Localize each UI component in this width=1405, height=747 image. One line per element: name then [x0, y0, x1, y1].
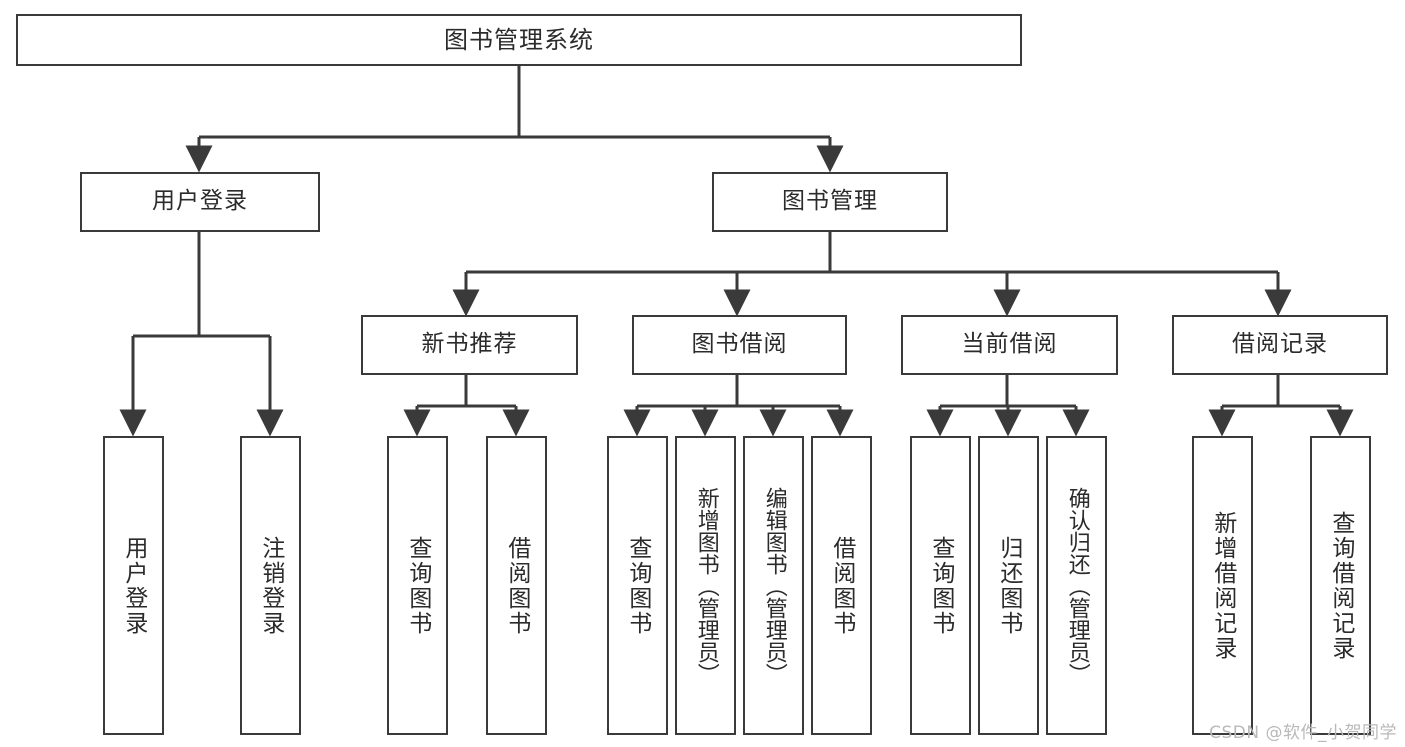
node-current-borrow-label: 当前借阅: [961, 331, 1058, 358]
node-leaf-query-book-current-label: 查询图书: [927, 535, 954, 636]
node-leaf-borrow-book[interactable]: 借阅图书: [811, 436, 872, 735]
node-leaf-user-login[interactable]: 用户登录: [103, 436, 164, 735]
node-leaf-return-book[interactable]: 归还图书: [978, 436, 1039, 735]
node-leaf-borrow-book-recommend[interactable]: 借阅图书: [486, 436, 547, 735]
node-borrow-record-label: 借阅记录: [1232, 331, 1328, 358]
node-leaf-query-borrow-record-label: 查询借阅记录: [1327, 510, 1354, 661]
node-leaf-query-borrow-record[interactable]: 查询借阅记录: [1310, 436, 1371, 735]
node-leaf-return-book-label: 归还图书: [995, 535, 1022, 636]
node-leaf-confirm-return-admin-label: 确认归还（管理员）: [1064, 486, 1090, 685]
node-leaf-confirm-return-admin[interactable]: 确认归还（管理员）: [1046, 436, 1107, 735]
node-leaf-query-book-borrow[interactable]: 查询图书: [607, 436, 668, 735]
node-leaf-logout-label: 注销登录: [257, 535, 284, 636]
node-leaf-query-book-recommend[interactable]: 查询图书: [387, 436, 448, 735]
node-new-book-recommend[interactable]: 新书推荐: [361, 315, 578, 375]
node-user-login[interactable]: 用户登录: [80, 172, 320, 232]
node-leaf-add-book-admin-label: 新增图书（管理员）: [693, 486, 719, 685]
csdn-watermark: CSDN @软件_小贺同学: [1209, 723, 1397, 743]
node-root-book-management-system[interactable]: 图书管理系统: [16, 14, 1022, 66]
node-book-manage-label: 图书管理: [782, 188, 878, 215]
node-new-book-recommend-label: 新书推荐: [421, 331, 518, 358]
node-leaf-add-borrow-record[interactable]: 新增借阅记录: [1192, 436, 1253, 735]
node-book-borrow-label: 图书借阅: [691, 331, 788, 358]
node-leaf-query-book-borrow-label: 查询图书: [624, 535, 651, 636]
node-leaf-query-book-current[interactable]: 查询图书: [910, 436, 971, 735]
node-leaf-edit-book-admin[interactable]: 编辑图书（管理员）: [743, 436, 804, 735]
node-book-borrow[interactable]: 图书借阅: [632, 315, 847, 375]
node-leaf-borrow-book-recommend-label: 借阅图书: [503, 535, 530, 636]
node-leaf-add-borrow-record-label: 新增借阅记录: [1209, 510, 1236, 661]
node-user-login-label: 用户登录: [152, 188, 248, 215]
node-leaf-logout[interactable]: 注销登录: [240, 436, 301, 735]
node-leaf-user-login-label: 用户登录: [120, 535, 147, 636]
node-current-borrow[interactable]: 当前借阅: [901, 315, 1118, 375]
node-leaf-query-book-recommend-label: 查询图书: [404, 535, 431, 636]
node-borrow-record[interactable]: 借阅记录: [1172, 315, 1388, 375]
node-leaf-borrow-book-label: 借阅图书: [828, 535, 855, 636]
node-leaf-add-book-admin[interactable]: 新增图书（管理员）: [675, 436, 736, 735]
node-leaf-edit-book-admin-label: 编辑图书（管理员）: [761, 486, 787, 685]
node-root-label: 图书管理系统: [444, 25, 594, 54]
node-book-manage[interactable]: 图书管理: [712, 172, 948, 232]
